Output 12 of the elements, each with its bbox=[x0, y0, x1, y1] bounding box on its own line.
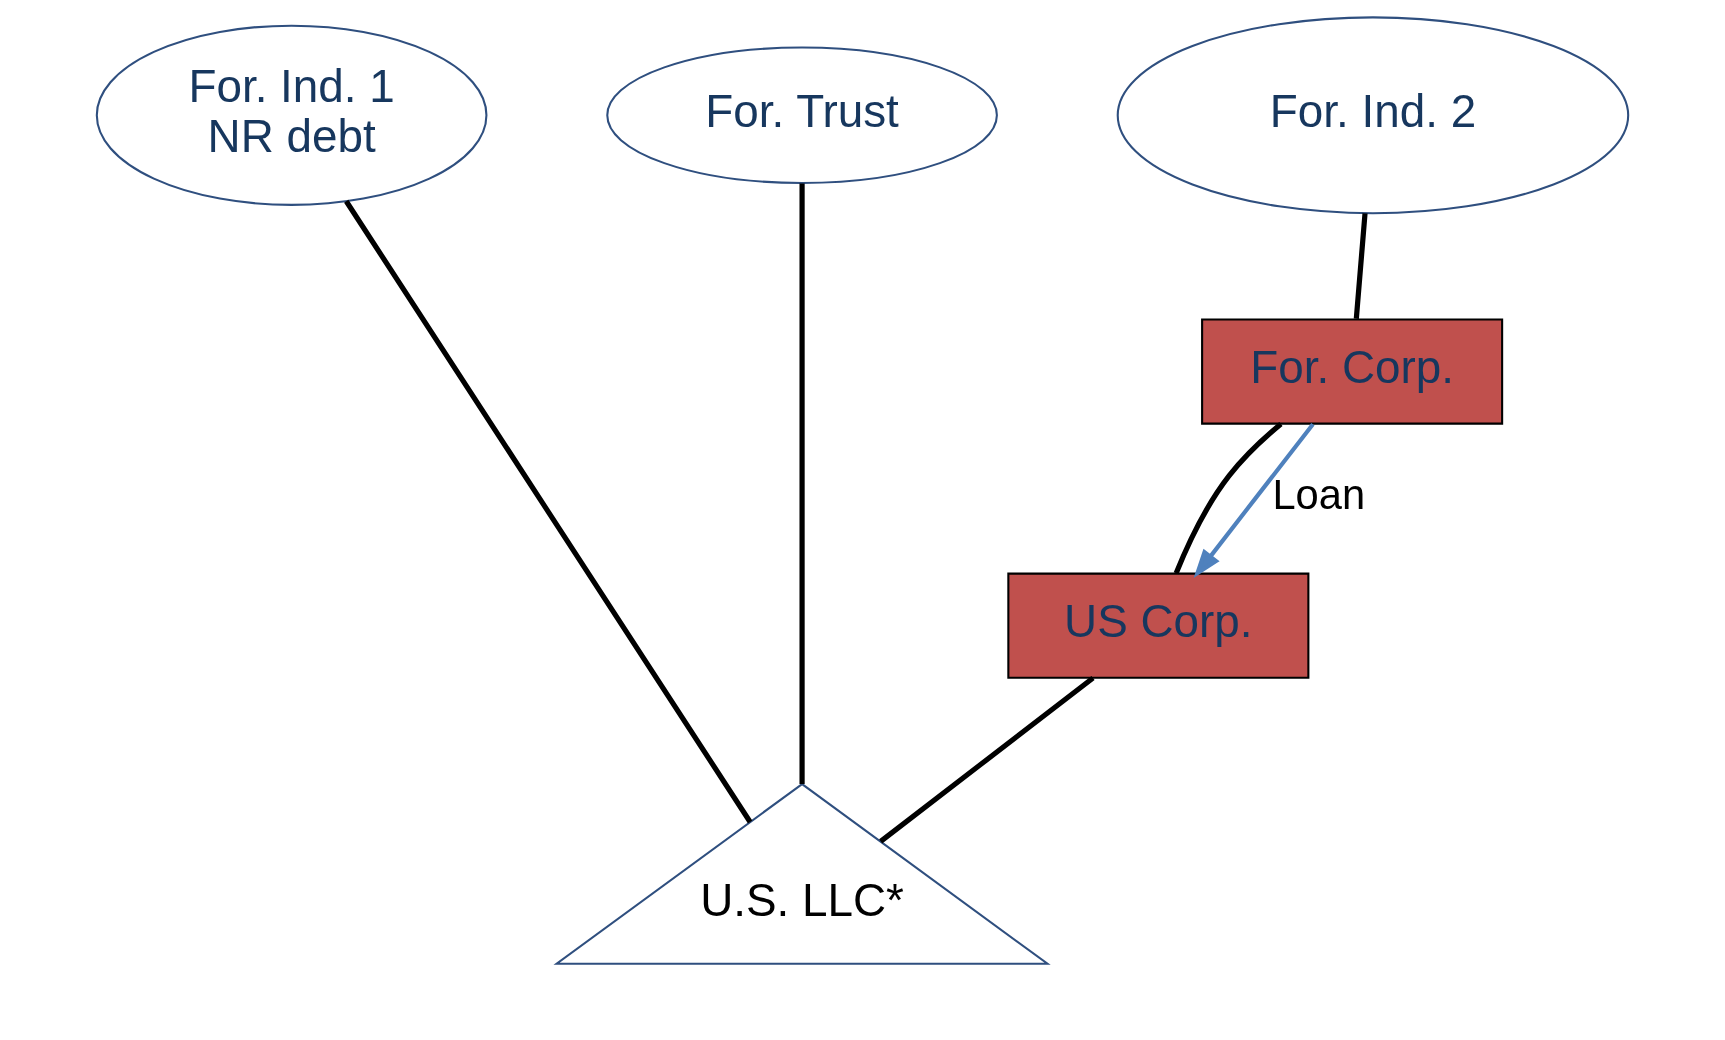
node-ellipse: For. Ind. 2 bbox=[1116, 15, 1630, 214]
connector bbox=[1173, 421, 1283, 574]
edge-label: Loan bbox=[1272, 470, 1366, 518]
node-ellipse: For. Trust bbox=[606, 46, 998, 184]
connector bbox=[1353, 212, 1368, 319]
connector bbox=[344, 199, 753, 823]
connector bbox=[879, 675, 1095, 843]
arrow bbox=[1193, 422, 1315, 578]
node-box: For. Corp. bbox=[1201, 317, 1504, 425]
connector bbox=[799, 183, 805, 784]
node-ellipse: For. Ind. 1 NR debt bbox=[95, 24, 488, 206]
node-box: US Corp. bbox=[1007, 572, 1310, 679]
